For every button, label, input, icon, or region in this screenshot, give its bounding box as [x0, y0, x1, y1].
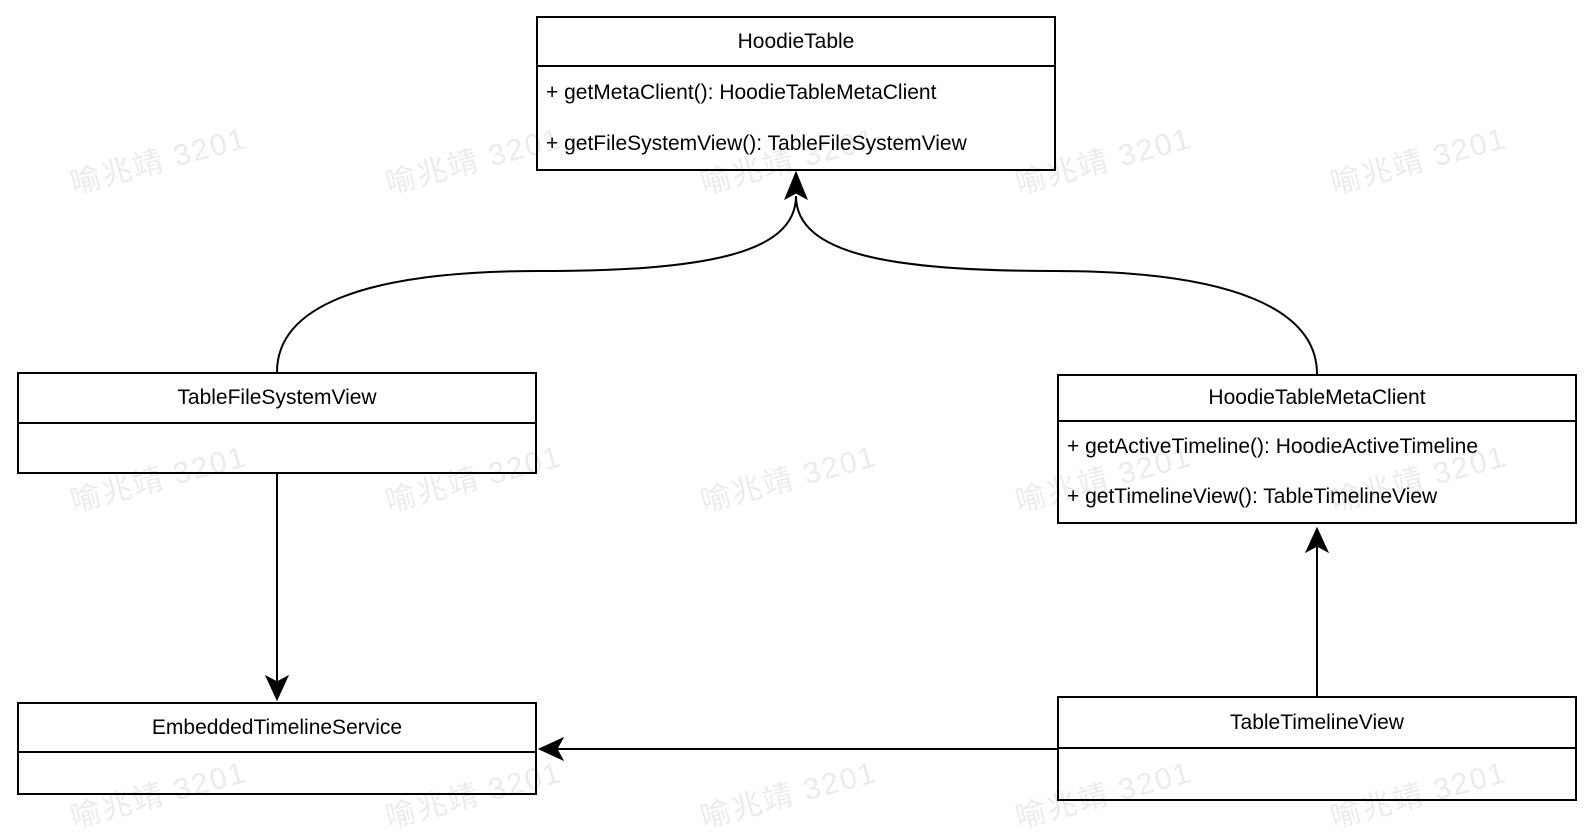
class-body: + getMetaClient(): HoodieTableMetaClient… [538, 67, 1054, 169]
class-method: + getMetaClient(): HoodieTableMetaClient [546, 80, 937, 104]
class-body [1059, 749, 1575, 799]
class-box-table-file-system-view: TableFileSystemView [17, 372, 537, 474]
arrowhead-hoodietable-bottom [784, 170, 808, 201]
edge-tablefilesystemview-to-hoodietable [276, 195, 797, 373]
class-method: + getFileSystemView(): TableFileSystemVi… [546, 131, 967, 155]
class-method: + getActiveTimeline(): HoodieActiveTimel… [1067, 435, 1479, 458]
class-title: HoodieTableMetaClient [1059, 376, 1575, 422]
class-body: + getActiveTimeline(): HoodieActiveTimel… [1059, 422, 1575, 522]
class-box-table-timeline-view: TableTimelineView [1057, 696, 1577, 801]
class-title: HoodieTable [538, 18, 1054, 67]
class-method: + getTimelineView(): TableTimelineView [1067, 485, 1438, 508]
arrowhead-hoodietablemetaclient-bottom [1304, 526, 1330, 554]
arrowhead-embeddedtimelineservice-right [537, 736, 565, 762]
class-body [19, 424, 535, 472]
diagram-canvas: HoodieTable + getMetaClient(): HoodieTab… [17, 16, 1577, 835]
class-title: TableTimelineView [1059, 698, 1575, 749]
class-box-hoodie-table: HoodieTable + getMetaClient(): HoodieTab… [536, 16, 1056, 171]
edge-hoodietablemetaclient-to-hoodietable [795, 195, 1318, 375]
arrowhead-embeddedtimelineservice-top [264, 674, 290, 702]
edges-layer [264, 170, 1330, 762]
class-title: EmbeddedTimelineService [19, 704, 535, 753]
class-title: TableFileSystemView [19, 374, 535, 424]
class-box-hoodie-table-meta-client: HoodieTableMetaClient + getActiveTimelin… [1057, 374, 1577, 524]
class-box-embedded-timeline-service: EmbeddedTimelineService [17, 702, 537, 795]
class-body [19, 753, 535, 793]
